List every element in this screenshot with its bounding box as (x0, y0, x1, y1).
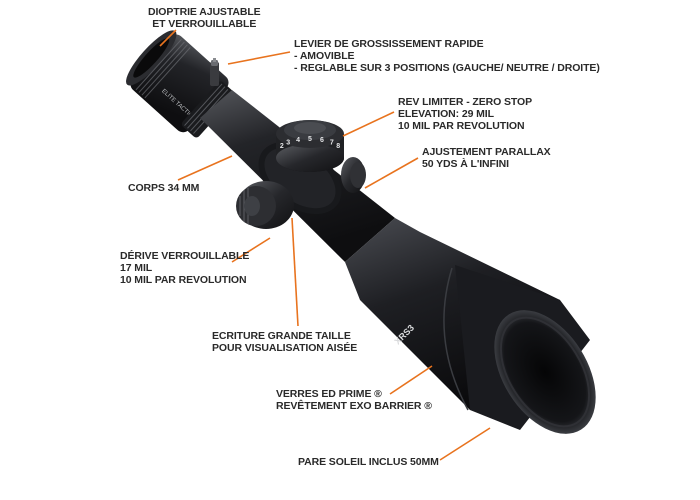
callout-glass-line-2: REVÊTEMENT EXO BARRIER ® (276, 400, 432, 412)
callout-throw-lever-line-3: - REGLABLE SUR 3 POSITIONS (GAUCHE/ NEUT… (294, 62, 600, 74)
leader-large-print (291, 217, 299, 327)
callout-parallax-line-1: AJUSTEMENT PARALLAX (422, 146, 551, 158)
callout-large-print: ECRITURE GRANDE TAILLE POUR VISUALISATIO… (212, 330, 357, 354)
callout-windage-line-3: 10 MIL PAR REVOLUTION (120, 274, 247, 286)
callout-large-print-line-1: ECRITURE GRANDE TAILLE (212, 330, 351, 342)
callout-glass-line-1: VERRES ED PRIME ® (276, 388, 382, 400)
leader-glass (389, 365, 433, 395)
turret-number: 2 (280, 143, 284, 150)
windage-turret (236, 181, 294, 229)
leader-windage (231, 237, 271, 263)
callout-sunshade-line-1: PARE SOLEIL INCLUS 50MM (298, 456, 439, 468)
callout-rev-limiter-line-2: ELEVATION: 29 MIL (398, 108, 494, 120)
leader-parallax (364, 157, 419, 189)
callout-windage-line-1: DÉRIVE VERROUILLABLE (120, 250, 250, 262)
leader-sunshade (439, 427, 491, 461)
turret-number: 5 (308, 136, 312, 143)
eyepiece: ELITE TACTICAL (126, 30, 236, 138)
callout-body: CORPS 34 MM (128, 182, 199, 194)
turret-number: 6 (320, 137, 324, 144)
leader-diopter (159, 29, 177, 47)
leader-rev-limiter (342, 111, 395, 137)
leader-throw-lever (227, 51, 291, 65)
leader-lines (159, 29, 491, 461)
callout-diopter: DIOPTRIE AJUSTABLE ET VERROUILLABLE (148, 6, 261, 30)
throw-lever (210, 58, 219, 86)
callout-parallax: AJUSTEMENT PARALLAX 50 YDS À L'INFINI (422, 146, 551, 170)
turret-number: 4 (296, 137, 300, 144)
callout-diopter-line-1: DIOPTRIE AJUSTABLE (148, 6, 261, 18)
scope-body: ELITE TACTICAL (126, 30, 596, 434)
callout-parallax-line-2: 50 YDS À L'INFINI (422, 158, 509, 170)
turret-number: 7 (330, 140, 334, 147)
callout-rev-limiter-line-1: REV LIMITER - ZERO STOP (398, 96, 533, 108)
callout-sunshade: PARE SOLEIL INCLUS 50MM (298, 456, 439, 468)
leader-body (177, 155, 233, 181)
parallax-knob (341, 157, 366, 193)
callout-throw-lever-line-2: - AMOVIBLE (294, 50, 355, 62)
callout-glass: VERRES ED PRIME ® REVÊTEMENT EXO BARRIER… (276, 388, 432, 412)
objective-bell: XRS3 (345, 218, 596, 434)
callout-windage: DÉRIVE VERROUILLABLE 17 MIL 10 MIL PAR R… (120, 250, 249, 286)
callout-throw-lever: LEVIER DE GROSSISSEMENT RAPIDE - AMOVIBL… (294, 38, 600, 74)
callout-body-line-1: CORPS 34 MM (128, 182, 200, 194)
callout-throw-lever-line-1: LEVIER DE GROSSISSEMENT RAPIDE (294, 38, 484, 50)
callout-rev-limiter-line-3: 10 MIL PAR REVOLUTION (398, 120, 525, 132)
turret-number: 8 (336, 143, 340, 150)
callout-windage-line-2: 17 MIL (120, 262, 153, 274)
callout-rev-limiter: REV LIMITER - ZERO STOP ELEVATION: 29 MI… (398, 96, 532, 132)
turret-number: 3 (286, 140, 290, 147)
callout-large-print-line-2: POUR VISUALISATION AISÉE (212, 342, 358, 354)
callout-diopter-line-2: ET VERROUILLABLE (152, 18, 257, 30)
